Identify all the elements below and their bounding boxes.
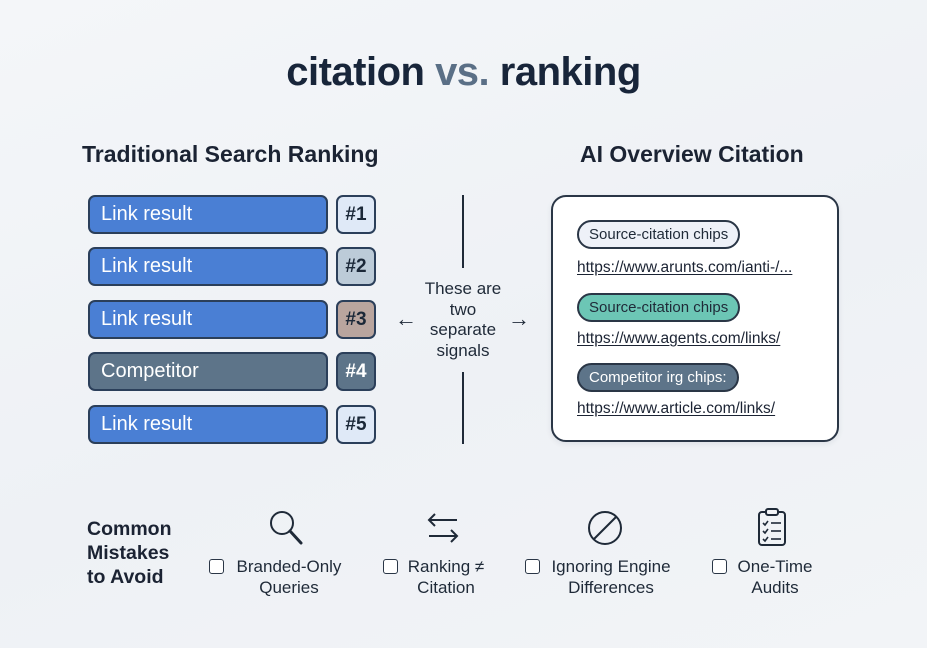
mistake-checkbox[interactable] bbox=[383, 559, 398, 574]
mistake-checkbox[interactable] bbox=[712, 559, 727, 574]
mistake-line: Citation bbox=[417, 577, 475, 597]
title-ranking: ranking bbox=[499, 50, 641, 94]
common-mistakes-heading: Common Mistakes to Avoid bbox=[87, 517, 172, 589]
result-label: Link result bbox=[101, 255, 193, 277]
note-line: two bbox=[449, 299, 477, 319]
mistake-line: Ignoring Engine bbox=[551, 557, 671, 576]
rank-badge: #3 bbox=[336, 300, 376, 339]
rank-badge: #4 bbox=[336, 352, 376, 391]
mistake-line: Ranking ≠ bbox=[407, 557, 485, 576]
mistake-label: Branded-Only Queries bbox=[228, 557, 350, 598]
mistake-line: One-Time bbox=[737, 557, 813, 576]
page-title: citation vs. ranking bbox=[0, 50, 927, 95]
ranking-result-bar: Link result bbox=[88, 247, 328, 286]
result-label: Link result bbox=[101, 203, 193, 225]
result-label: Link result bbox=[101, 308, 193, 330]
magnifier-icon bbox=[270, 511, 303, 545]
mistake-line: Branded-Only bbox=[236, 557, 342, 576]
rank-badge: #2 bbox=[336, 247, 376, 286]
result-label: Link result bbox=[101, 413, 193, 435]
rank-badge: #5 bbox=[336, 405, 376, 444]
ai-overview-card: Source-citation chips https://www.arunts… bbox=[551, 195, 839, 442]
competitor-chip: Competitor irg chips: bbox=[577, 363, 739, 392]
ranking-result-bar: Link result bbox=[88, 405, 328, 444]
mistake-checkbox[interactable] bbox=[209, 559, 224, 574]
mistake-line: Audits bbox=[751, 577, 799, 597]
left-arrow-icon: ← bbox=[395, 306, 417, 331]
source-citation-chip: Source-citation chips bbox=[577, 293, 741, 322]
ai-overview-heading: AI Overview Citation bbox=[580, 141, 804, 167]
right-arrow-icon: → bbox=[508, 306, 530, 331]
citation-url-link[interactable]: https://www.arunts.com/ianti-/... bbox=[577, 259, 793, 276]
traditional-ranking-heading: Traditional Search Ranking bbox=[82, 141, 379, 167]
note-line: These are bbox=[424, 279, 502, 298]
divider-line-top bbox=[462, 195, 464, 268]
citation-url-link[interactable]: https://www.article.com/links/ bbox=[577, 400, 776, 417]
divider-line-bottom bbox=[462, 372, 464, 444]
result-label: Competitor bbox=[101, 360, 199, 382]
swap-arrows-icon bbox=[427, 513, 459, 543]
heading-line: Mistakes bbox=[87, 542, 170, 564]
competitor-result-bar: Competitor bbox=[88, 352, 328, 391]
rank-badge: #1 bbox=[336, 195, 376, 234]
ranking-result-bar: Link result bbox=[88, 300, 328, 339]
clipboard-checklist-icon bbox=[758, 508, 786, 546]
mistake-line: Differences bbox=[568, 577, 654, 597]
ranking-result-bar: Link result bbox=[88, 195, 328, 234]
mistake-label: Ranking ≠ Citation bbox=[400, 557, 492, 598]
mistake-label: Ignoring Engine Differences bbox=[545, 557, 677, 598]
mistake-checkbox[interactable] bbox=[525, 559, 540, 574]
mistake-label: One-Time Audits bbox=[730, 557, 820, 598]
title-vs: vs. bbox=[435, 50, 490, 94]
heading-line: Common bbox=[87, 518, 172, 540]
source-citation-chip: Source-citation chips bbox=[577, 220, 741, 249]
heading-line: to Avoid bbox=[87, 566, 164, 588]
note-line: separate bbox=[429, 320, 497, 339]
title-citation: citation bbox=[286, 50, 425, 94]
mistake-line: Queries bbox=[259, 577, 319, 597]
note-line: signals bbox=[436, 340, 490, 360]
citation-url-link[interactable]: https://www.agents.com/links/ bbox=[577, 330, 781, 347]
separate-signals-note: These are two separate signals bbox=[413, 279, 513, 361]
prohibited-icon bbox=[588, 511, 622, 545]
